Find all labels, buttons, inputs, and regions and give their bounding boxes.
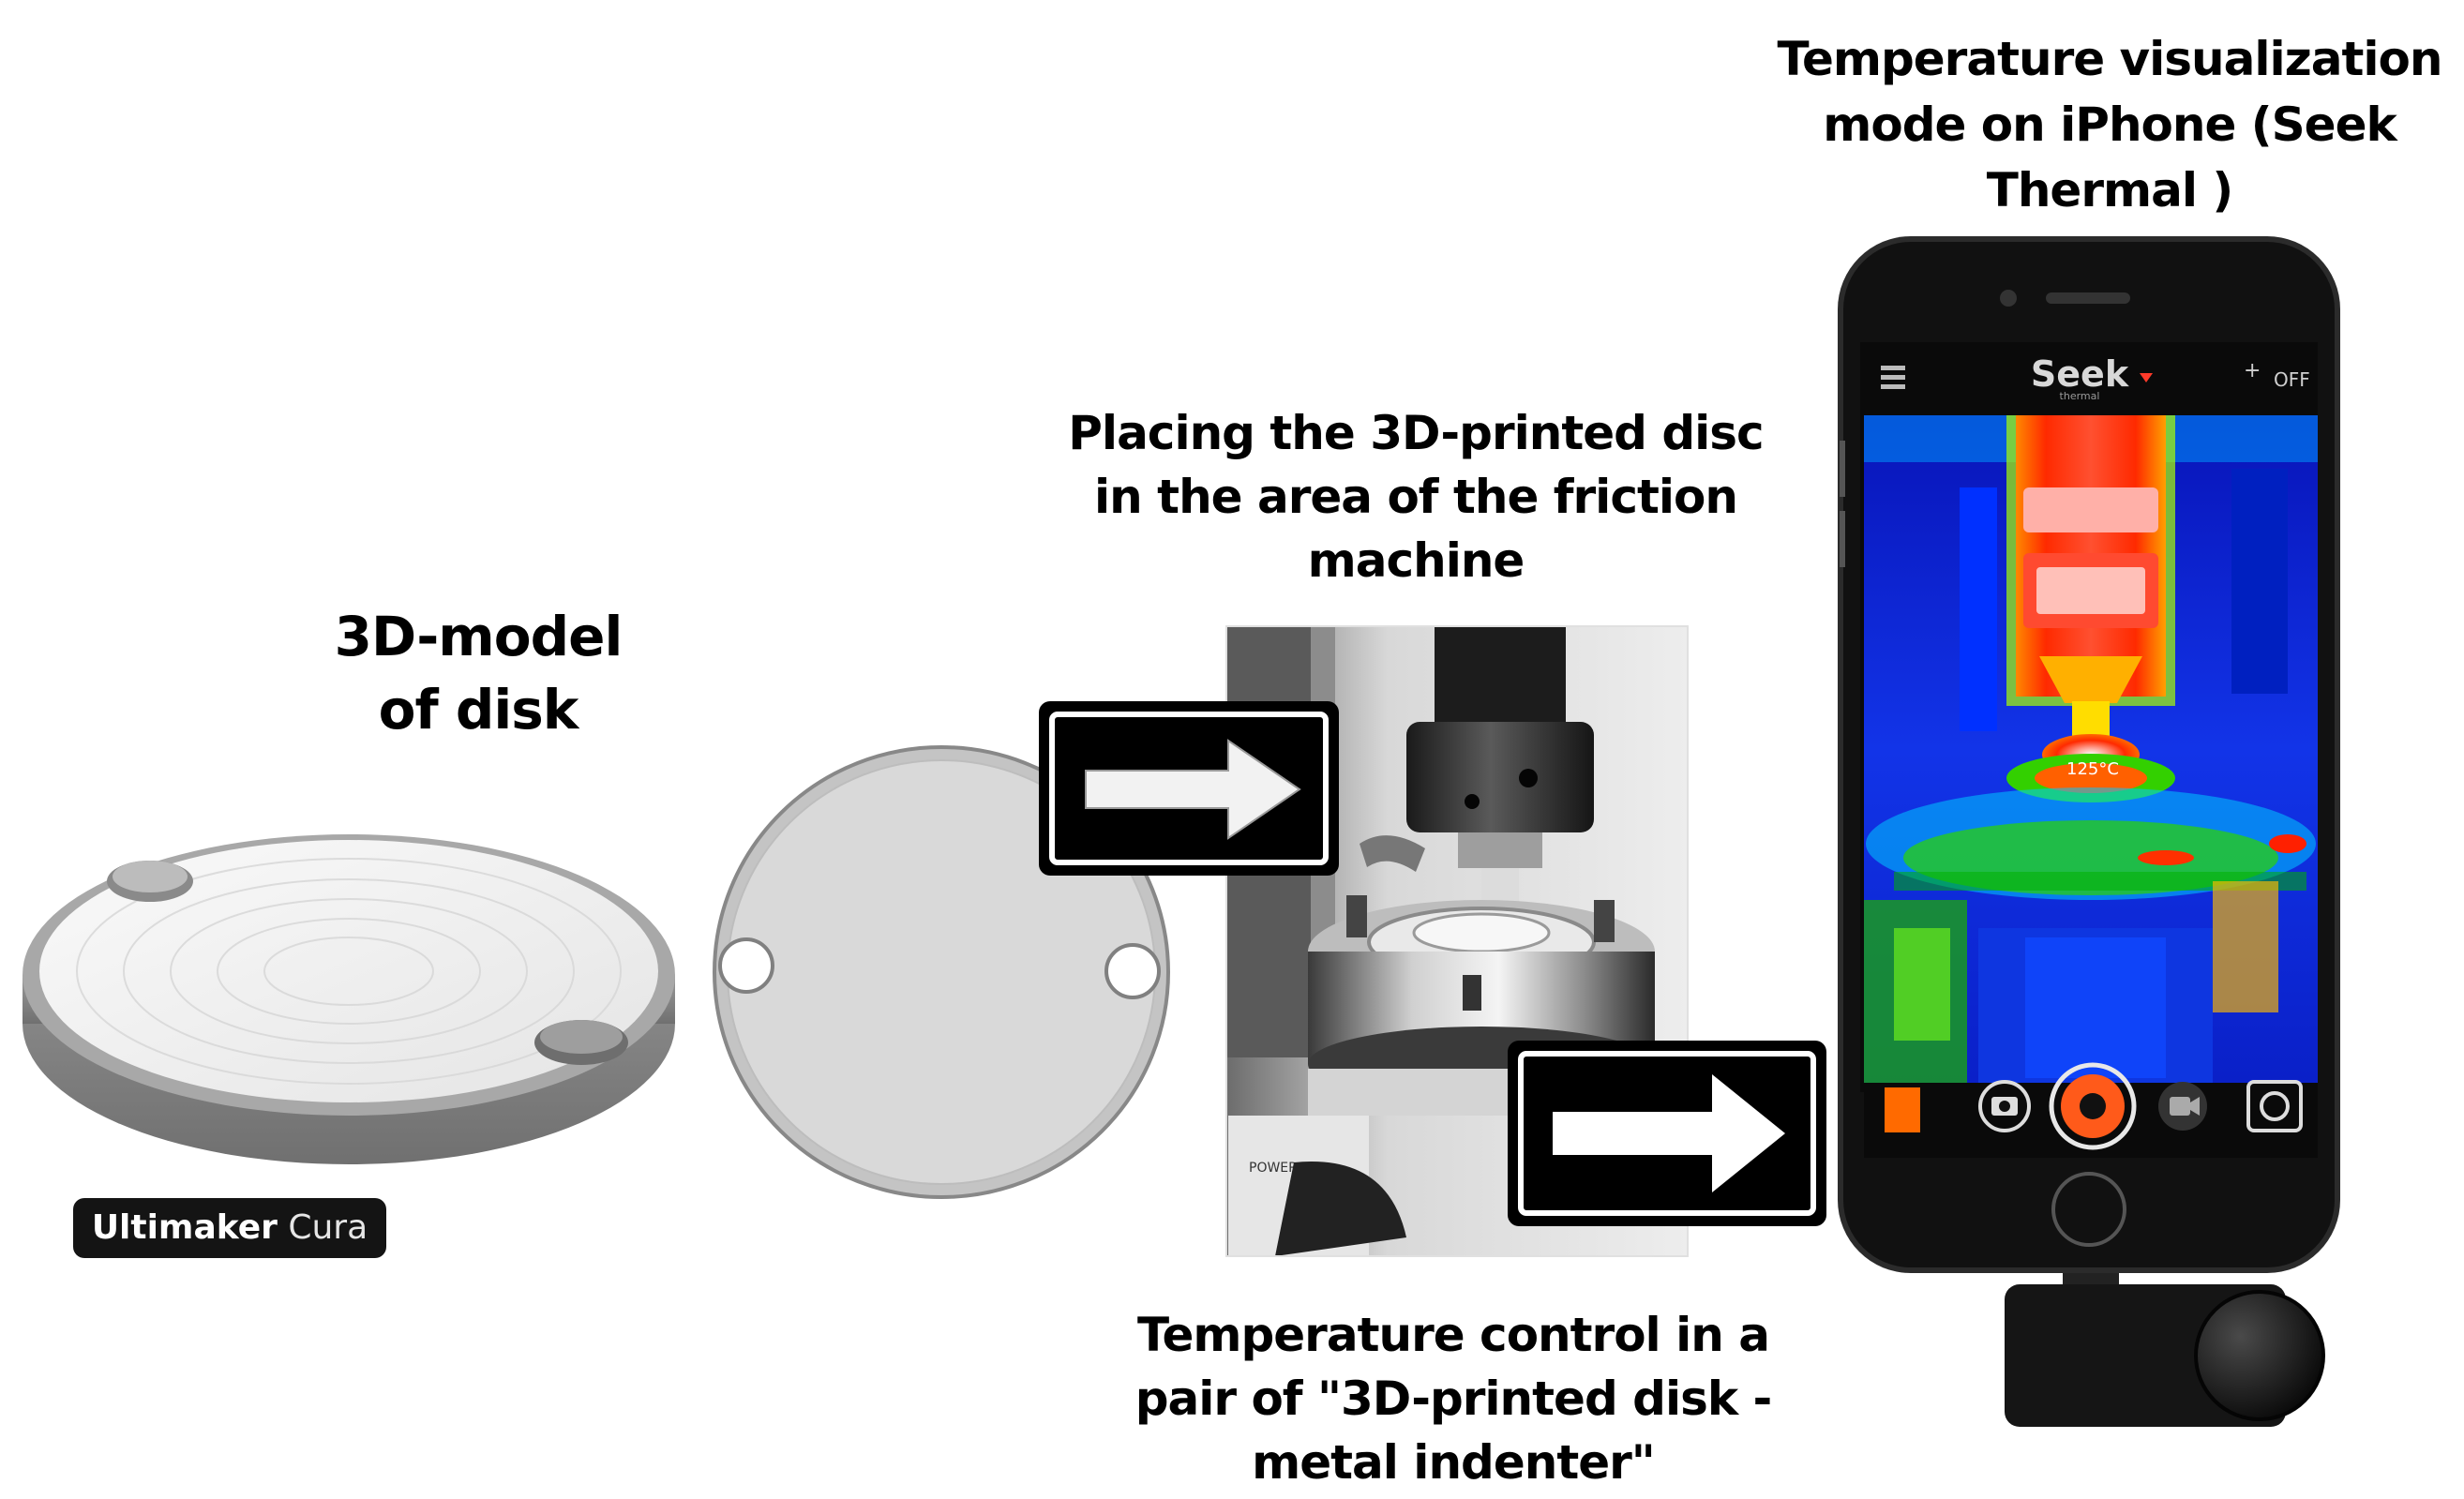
caption-line: 3D-model [334,605,624,668]
caption-line: Placing the 3D-printed disc [1068,406,1764,460]
caption-3d-model: 3D-model of disk [291,600,666,746]
caption-line: metal indenter" [1252,1435,1656,1490]
seek-logo: Seek [2031,353,2129,395]
ultimaker-cura-label: Ultimaker Cura [73,1198,386,1258]
cura-brand: Ultimaker [91,1208,278,1247]
shutter-icon[interactable] [2049,1062,2137,1150]
disk-hole [718,937,774,994]
caption-placing-disc: Placing the 3D-printed disc in the area … [1031,401,1800,592]
flashlight-toggle[interactable]: OFF [2274,368,2310,391]
caption-line: Temperature control in a [1137,1308,1770,1362]
caption-line: mode on iPhone (Seek [1823,97,2397,152]
disk-3d-model [23,834,675,1164]
caption-temperature-visualization: Temperature visualization mode on iPhone… [1763,26,2456,223]
caption-line: Temperature visualization [1777,32,2443,86]
home-button[interactable] [2051,1172,2126,1247]
caption-temperature-control: Temperature control in a pair of "3D-pri… [1078,1303,1828,1494]
arrow-right-icon [1508,1041,1826,1226]
disk-hole [1104,943,1161,999]
dropdown-icon[interactable] [2140,373,2153,382]
svg-text:POWER: POWER [1249,1161,1298,1176]
disk-hole [534,1020,628,1065]
photo-icon[interactable] [1978,1080,2031,1132]
disk-hole [107,861,193,902]
caption-line: machine [1307,533,1525,588]
video-icon[interactable] [2158,1082,2207,1131]
seek-logo-sub: thermal [2060,390,2100,402]
arrow-right-icon [1039,701,1339,876]
caption-line: of disk [378,678,579,742]
thermal-image: 125°C [1864,415,2318,1083]
seek-thermal-camera [2005,1273,2325,1427]
gallery-icon[interactable] [2246,1080,2303,1132]
menu-icon[interactable] [1881,366,1905,389]
caption-line: Thermal ) [1986,163,2234,217]
cura-product: Cura [288,1208,368,1247]
caption-line: in the area of the friction [1094,470,1738,524]
caption-line: pair of "3D-printed disk - [1134,1372,1773,1426]
iphone: Seek thermal OFF + 125°C [1838,236,2340,1273]
palette-thumbnail[interactable] [1885,1087,1920,1132]
plus-icon: + [2244,359,2261,382]
temperature-readout: 125°C [2066,759,2119,779]
